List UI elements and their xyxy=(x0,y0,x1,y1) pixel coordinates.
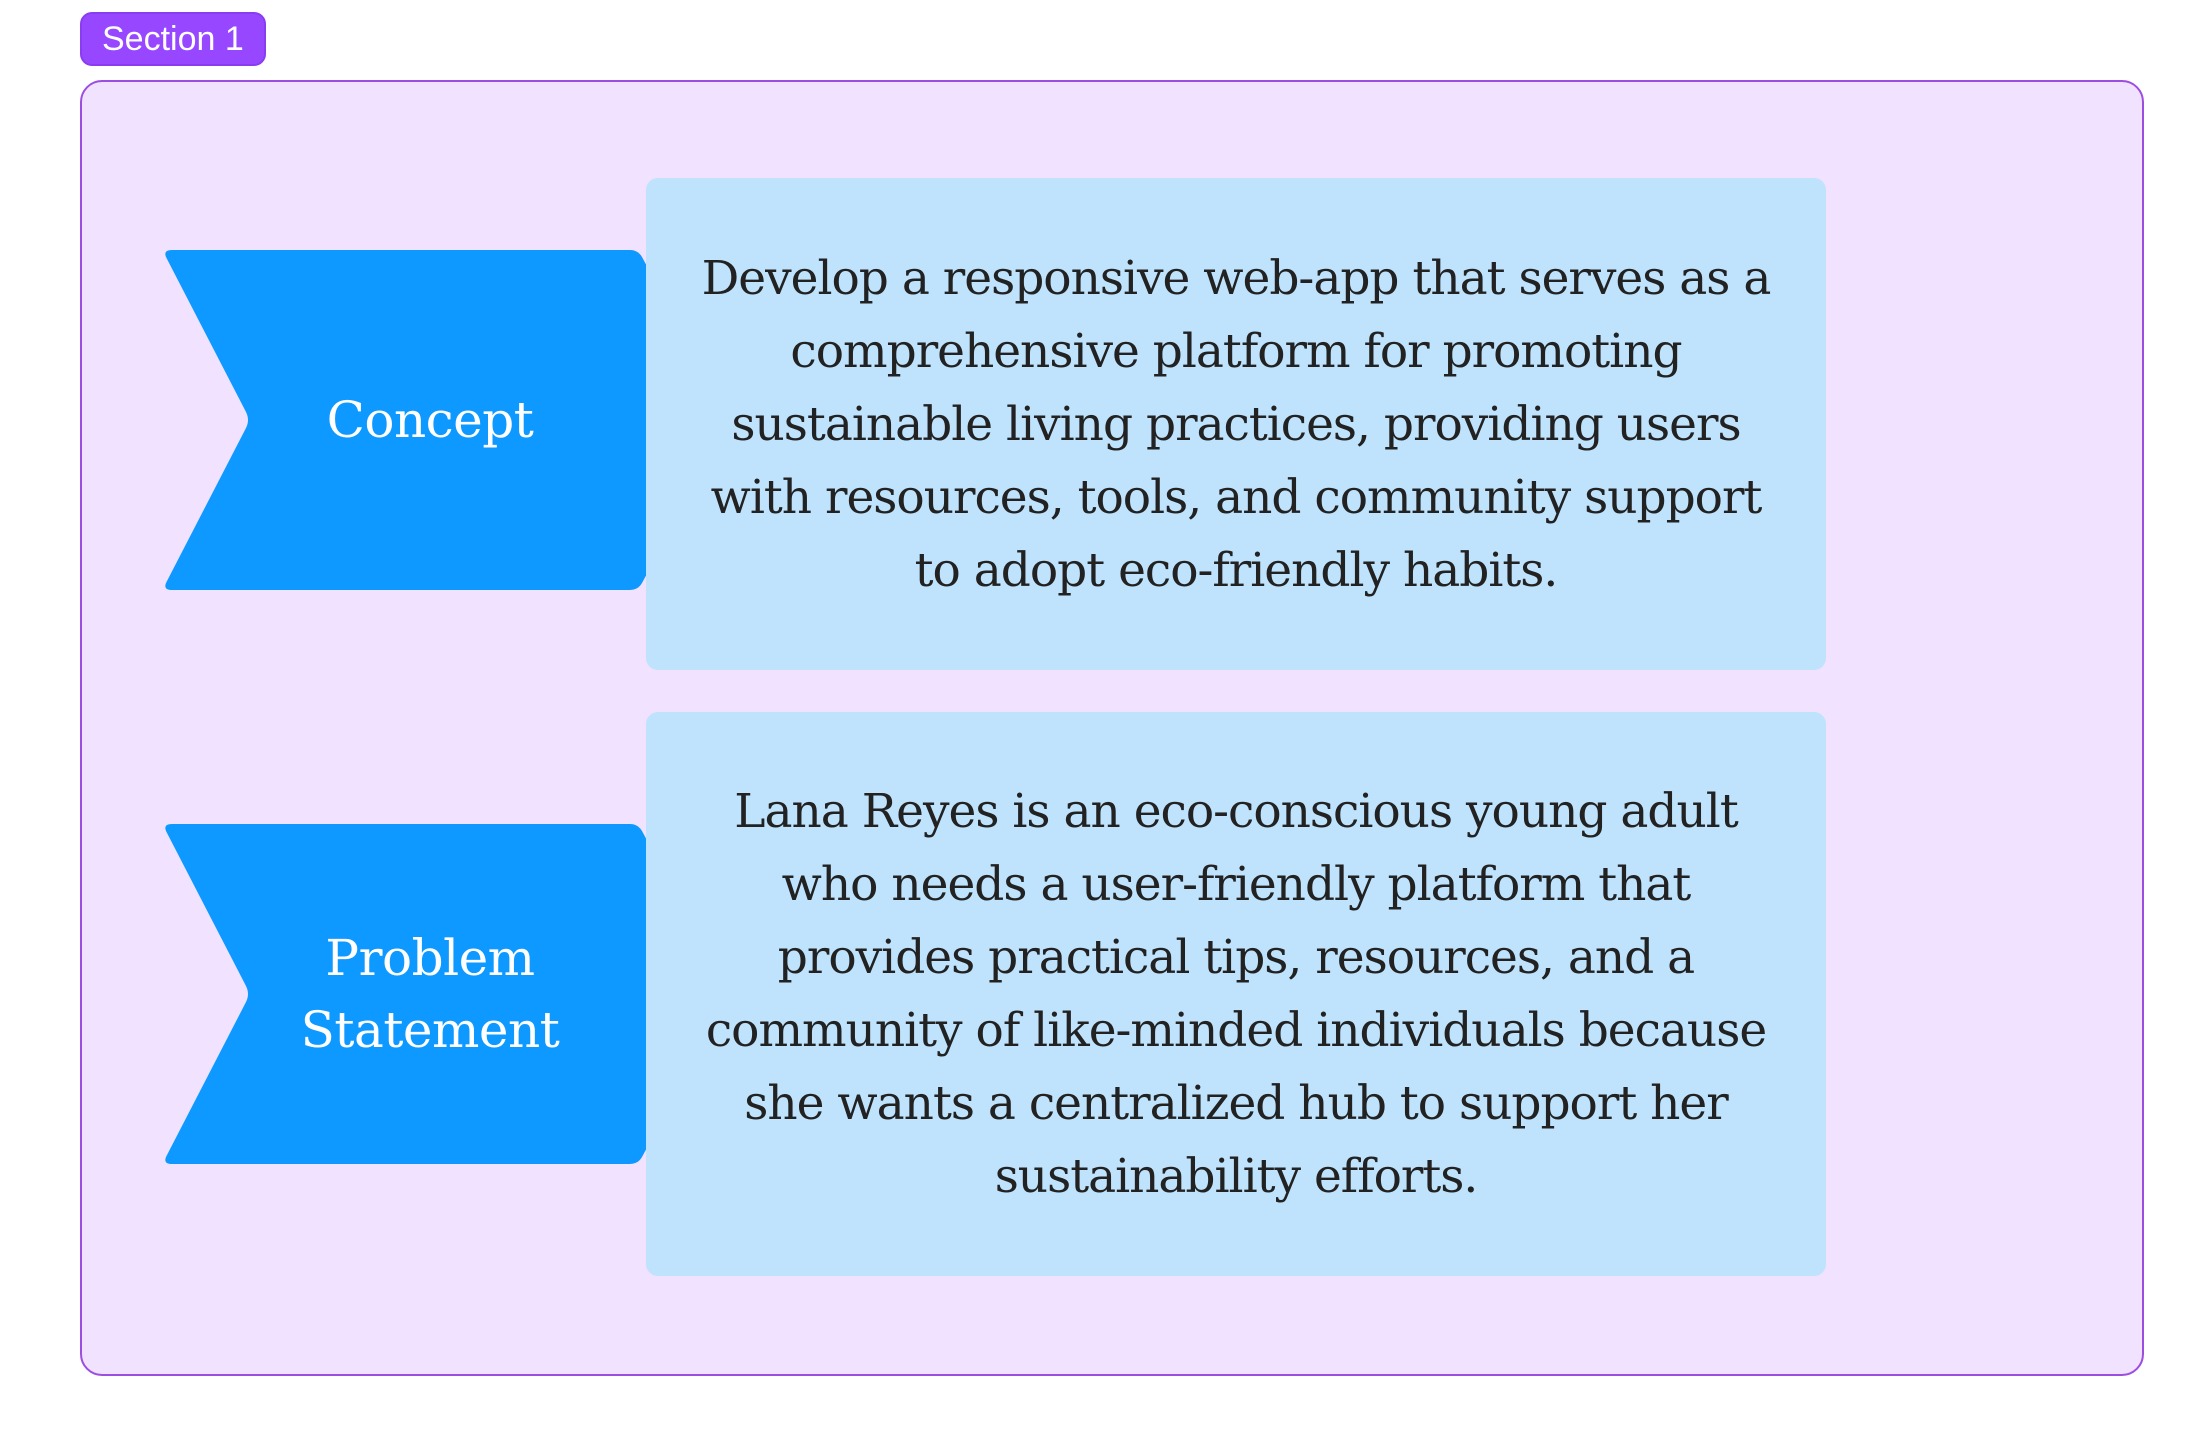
section-label-tag[interactable]: Section 1 xyxy=(80,12,266,66)
chevron-arrow-icon xyxy=(165,250,729,590)
concept-description-text: Develop a responsive web-app that serves… xyxy=(701,250,1772,598)
concept-label: Concept xyxy=(326,391,534,449)
problem-statement-description-card[interactable]: Lana Reyes is an eco-conscious young adu… xyxy=(646,712,1826,1276)
problem-statement-label: Problem Statement xyxy=(300,929,560,1059)
concept-description-card[interactable]: Develop a responsive web-app that serves… xyxy=(646,178,1826,670)
concept-chevron-shape[interactable]: Concept xyxy=(160,250,730,590)
chevron-arrow-icon xyxy=(165,824,729,1164)
problem-statement-chevron-shape[interactable]: Problem Statement xyxy=(160,824,730,1164)
problem-statement-description-text: Lana Reyes is an eco-conscious young adu… xyxy=(705,784,1767,1204)
